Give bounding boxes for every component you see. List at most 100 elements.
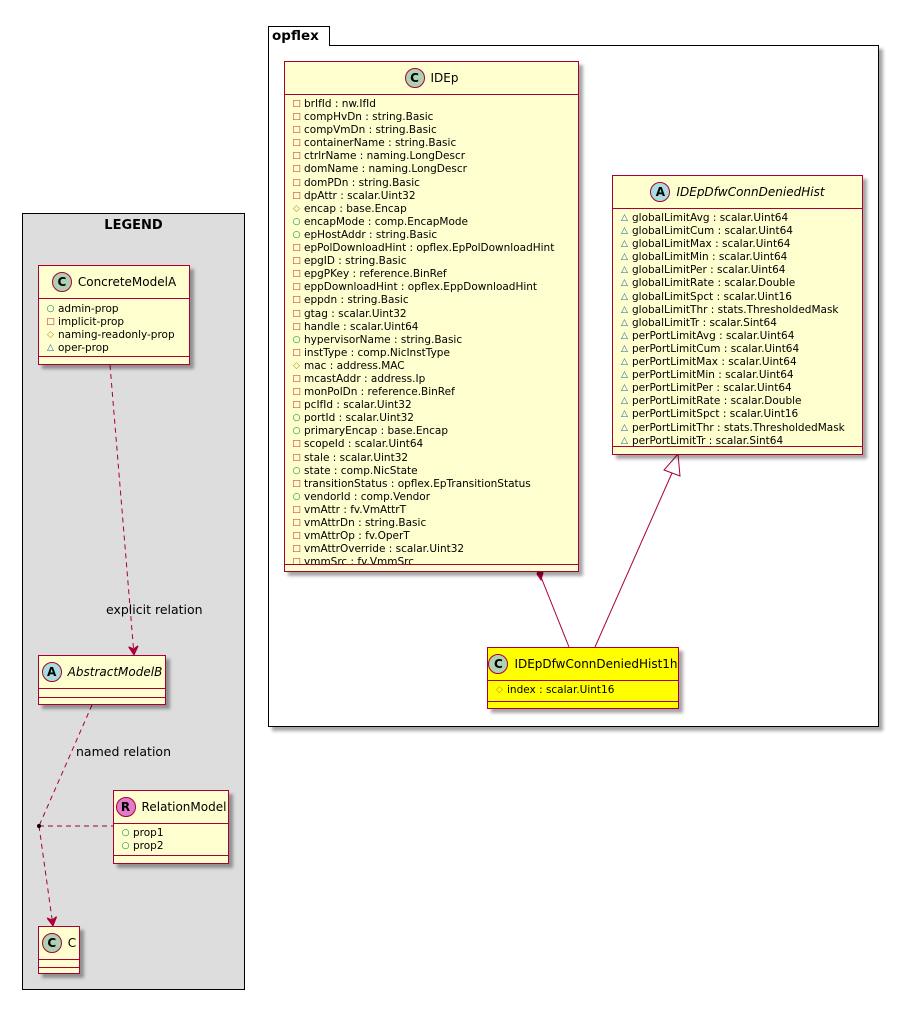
attribute-row: ○hypervisorName : string.Basic [291,334,576,347]
attribute-text: perPortLimitMin : scalar.Uint64 [632,369,794,382]
package-visibility-icon: △ [621,343,628,354]
concrete-model-class[interactable]: C ConcreteModelA ○admin-prop□implicit-pr… [38,265,190,365]
private-visibility-icon: □ [292,531,301,542]
attribute-row: ○admin-prop [45,303,187,316]
attribute-text: instType : comp.NicInstType [304,346,450,359]
private-visibility-icon: □ [292,164,301,175]
attribute-row: □monPolDn : reference.BinRef [291,386,576,399]
attribute-row: △perPortLimitTr : scalar.Sint64 [619,435,860,448]
attribute-text: index : scalar.Uint16 [507,684,615,696]
class-header: C IDEp [285,62,578,94]
package-visibility-icon: △ [621,226,628,237]
package-visibility-icon: △ [621,409,628,420]
attribute-row: ○encapMode : comp.EncapMode [291,216,576,229]
attribute-row: ○prop2 [120,840,226,853]
idep-class[interactable]: C IDEp □brIfId : nw.IfId□compHvDn : stri… [284,61,579,572]
class-stereotype-icon: C [51,272,72,292]
attribute-row: □compVmDn : string.Basic [291,124,576,137]
attribute-text: perPortLimitAvg : scalar.Uint64 [632,329,795,342]
class-header: C IDEpDfwConnDeniedHist1h [488,648,678,680]
attribute-text: perPortLimitTr : scalar.Sint64 [632,434,784,447]
attribute-row: □eppDownloadHint : opflex.EppDownloadHin… [291,281,576,294]
attribute-row: ○state : comp.NicState [291,465,576,478]
attribute-text: globalLimitMax : scalar.Uint64 [632,238,791,251]
public-visibility-icon: ○ [292,413,301,424]
private-visibility-icon: □ [292,321,301,332]
attribute-text: epgPKey : reference.BinRef [304,268,447,281]
attribute-row: □ctrlrName : naming.LongDescr [291,150,576,163]
attribute-row: △globalLimitPer : scalar.Uint64 [619,264,860,277]
attribute-row: ◇naming-readonly-prop [45,329,187,342]
attribute-text: portId : scalar.Uint32 [304,412,414,425]
attribute-row: △ perPortLimitMin : scalar.Uint64 [619,369,860,382]
attribute-text: vmAttr : fv.VmAttrT [304,503,407,516]
attribute-row: △globalLimitSpct : scalar.Uint16 [619,291,860,304]
hist-class[interactable]: A IDEpDfwConnDeniedHist △globalLimitAvg … [612,175,863,455]
private-visibility-icon: □ [292,99,301,109]
attribute-text: globalLimitTr : scalar.Sint64 [632,316,777,329]
attribute-text: globalLimitThr : stats.ThresholdedMask [632,303,839,316]
abstract-model-class[interactable]: A AbstractModelB [38,655,166,705]
attribute-row: ◇encap : base.Encap [291,203,576,216]
attribute-row: □epPolDownloadHint : opflex.EpPolDownloa… [291,242,576,255]
attribute-text: implicit-prop [58,316,125,329]
attribute-row: △globalLimitThr : stats.ThresholdedMask [619,304,860,317]
private-visibility-icon: □ [292,138,301,149]
attribute-row: □brIfId : nw.IfId [291,98,576,111]
attribute-text: scopeId : scalar.Uint64 [304,438,424,451]
inheritance-triangle [663,452,681,477]
package-visibility-icon: △ [621,370,628,381]
attribute-text: perPortLimitMax : scalar.Uint64 [632,356,797,369]
c-model-class[interactable]: C C [38,926,80,974]
attribute-row: ◇ index : scalar.Uint16 [494,684,676,697]
relation-dot [37,824,41,828]
attribute-row: □transitionStatus : opflex.EpTransitionS… [291,478,576,491]
attribute-text: hypervisorName : string.Basic [304,333,463,346]
attribute-row: ○primaryEncap : base.Encap [291,425,576,438]
attribute-row: ○prop1 [120,827,226,840]
attribute-text: vmAttrOverride : scalar.Uint32 [304,543,465,556]
attribute-text: vendorId : comp.Vendor [304,490,431,503]
attribute-list: ◇ index : scalar.Uint16 [494,684,676,697]
attribute-row: △perPortLimitSpct : scalar.Uint16 [619,408,860,421]
attribute-text: perPortLimitRate : scalar.Double [632,395,802,408]
attribute-text: globalLimitPer : scalar.Uint64 [632,264,786,277]
attribute-text: mcastAddr : address.Ip [304,372,426,385]
attribute-text: ctrlrName : naming.LongDescr [304,150,466,163]
attribute-row: □compHvDn : string.Basic [291,111,576,124]
package-visibility-icon: △ [621,213,628,223]
class-header: A AbstractModelB [39,656,165,688]
package-visibility-icon: △ [621,422,628,433]
legend-title: LEGEND [104,218,163,233]
class-header: C C [39,927,79,959]
attribute-text: dpAttr : scalar.Uint32 [304,189,416,202]
hist1h-class[interactable]: C IDEpDfwConnDeniedHist1h ◇ index : scala… [487,647,679,709]
class-name: IDEpDfwConnDeniedHist [676,185,825,199]
composition-line [538,571,570,648]
attribute-text: handle : scalar.Uint64 [304,320,419,333]
attribute-text: naming-readonly-prop [58,329,175,342]
private-visibility-icon: □ [292,112,301,123]
attribute-text: encapMode : comp.EncapMode [304,215,469,228]
private-visibility-icon: □ [46,317,55,328]
private-visibility-icon: □ [292,373,301,384]
class-stereotype-icon: C [404,68,425,88]
attribute-row: △globalLimitMax : scalar.Uint64 [619,238,860,251]
private-visibility-icon: □ [292,518,301,528]
class-name: IDEpDfwConnDeniedHist1h [514,657,678,671]
attribute-text: pcIfId : scalar.Uint32 [304,399,412,412]
class-name: IDEp [430,71,459,85]
private-visibility-icon: □ [292,295,301,306]
attribute-text: epgID : string.Basic [304,255,407,268]
private-visibility-icon: □ [292,151,301,162]
protected-visibility-icon: ◇ [496,685,503,695]
attribute-row: △perPortLimitCum : scalar.Uint64 [619,343,860,356]
attribute-row: △perPortLimitAvg : scalar.Uint64 [619,330,860,343]
private-visibility-icon: □ [292,478,301,489]
relation-model-class[interactable]: R RelationModel ○prop1○prop2 [113,790,229,864]
public-visibility-icon: ○ [292,216,301,227]
attribute-text: primaryEncap : base.Encap [304,425,448,438]
relation-to-c-line [38,825,53,926]
explicit-relation-line [109,364,134,655]
private-visibility-icon: □ [292,387,301,398]
